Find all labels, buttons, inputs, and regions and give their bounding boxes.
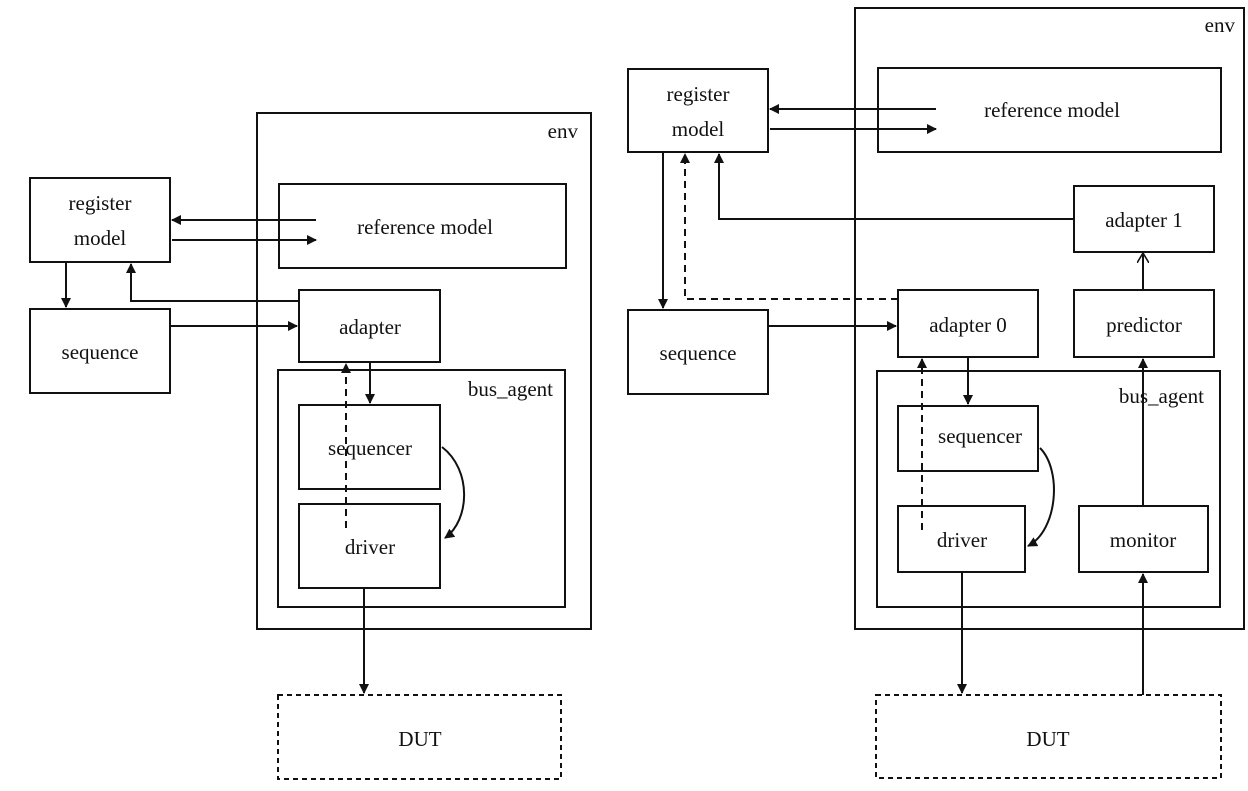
left-sequencer-box (298, 404, 441, 490)
right-adapter-0-label: adapter 0 (929, 313, 1007, 337)
right-env-label: env (1205, 13, 1236, 37)
left-reference-model-label: reference model (357, 215, 493, 239)
left-sequence-box (29, 308, 171, 394)
right-register-model-label-line1: register (667, 82, 730, 106)
right-adapter-0-box (897, 289, 1039, 358)
right-sequence-box (627, 309, 769, 395)
left-diagram: env register model reference model seque… (29, 112, 592, 780)
right-monitor-box (1078, 505, 1209, 573)
right-reference-model-label: reference model (984, 98, 1120, 122)
right-diagram: env register model reference model adapt… (627, 7, 1245, 779)
left-register-model-box (29, 177, 171, 263)
left-register-model-label-line2: model (74, 226, 127, 250)
left-arrow-sequencer-to-driver (441, 446, 465, 539)
left-driver-box (298, 503, 441, 589)
left-dut-box (277, 694, 562, 780)
right-adapter-1-label: adapter 1 (1105, 208, 1183, 232)
left-sequence-label: sequence (62, 340, 139, 364)
right-dut-box (875, 694, 1222, 779)
left-driver-label: driver (345, 535, 395, 559)
right-sequencer-label: sequencer (938, 424, 1022, 448)
right-monitor-label: monitor (1110, 528, 1177, 552)
right-driver-label: driver (937, 528, 987, 552)
right-register-model-box (627, 68, 769, 153)
right-bus-agent-label: bus_agent (1119, 384, 1204, 408)
left-dut-label: DUT (398, 727, 441, 751)
left-register-model-label-line1: register (69, 191, 132, 215)
left-adapter-label: adapter (339, 315, 401, 339)
right-dut-label: DUT (1026, 727, 1069, 751)
left-sequencer-label: sequencer (328, 436, 412, 460)
right-arrow-adapter1-to-regmodel (714, 153, 1074, 220)
right-predictor-label: predictor (1106, 313, 1182, 337)
right-sequence-label: sequence (660, 341, 737, 365)
right-arrow-sequencer-to-driver (1027, 447, 1055, 547)
right-driver-box (897, 505, 1026, 573)
left-arrow-adapter-to-regmodel (126, 263, 299, 302)
left-reference-model-box (278, 183, 567, 269)
left-bus-agent-label: bus_agent (468, 377, 553, 401)
right-register-model-label-line2: model (672, 117, 725, 141)
left-env-label: env (548, 119, 579, 143)
